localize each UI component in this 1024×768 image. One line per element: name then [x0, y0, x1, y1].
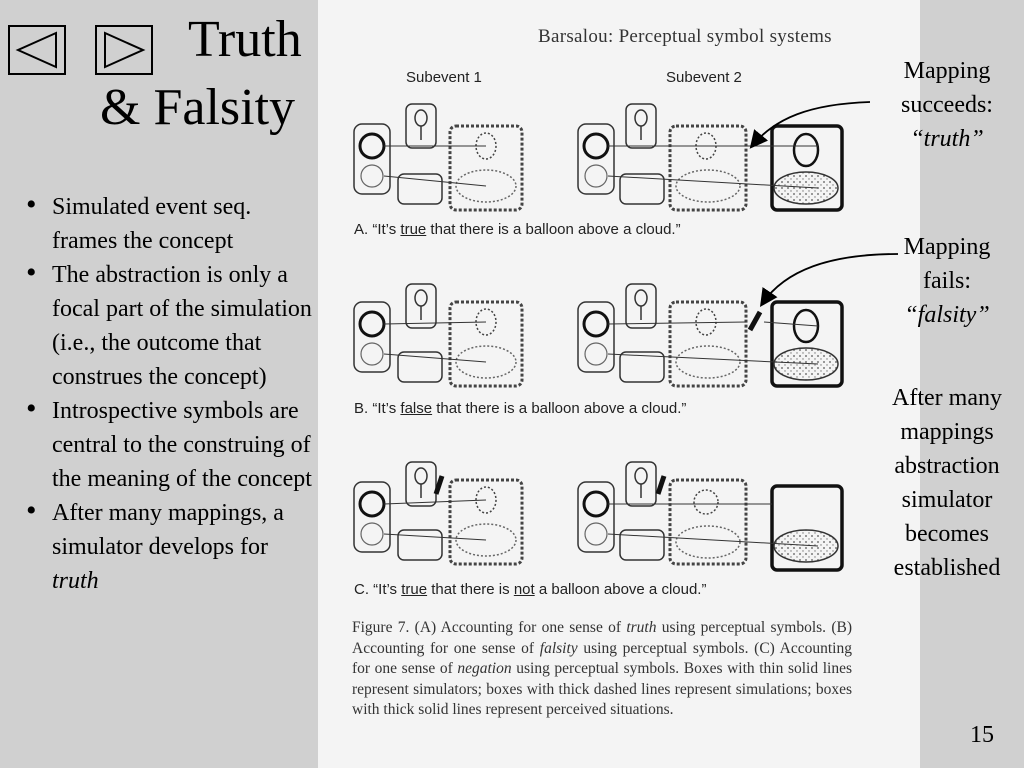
note-line: established	[893, 555, 1001, 581]
bullet-emphasis: truth	[52, 568, 99, 594]
sentence-b-suffix: that there is a balloon above a cloud.”	[432, 400, 687, 417]
sentence-c-suffix: a balloon above a cloud.”	[534, 581, 707, 598]
caption-emphasis: falsity	[539, 639, 578, 657]
sentence-b-prefix: B. “It’s	[354, 400, 401, 417]
note-line: After many	[892, 385, 1002, 411]
slide-title-line1: Truth	[188, 11, 302, 68]
note-truth-emphasis: “truth”	[910, 126, 984, 152]
sentence-a-prefix: A. “It’s	[354, 221, 401, 238]
note-falsity: Mapping fails: “falsity”	[870, 230, 1024, 332]
row-b-subevent-2	[577, 283, 844, 388]
sentence-c-middle: that there is	[427, 581, 514, 598]
row-a-subevent-2	[577, 103, 844, 212]
subevent-1-label: Subevent 1	[406, 69, 482, 86]
note-truth-line2: succeeds:	[901, 92, 993, 118]
sentence-a: A. “It’s true that there is a balloon ab…	[354, 221, 681, 238]
sentence-a-suffix: that there is a balloon above a cloud.”	[426, 221, 681, 238]
bullet-item: The abstraction is only a focal part of …	[26, 256, 316, 394]
caption-part: Figure 7. (A) Accounting for one sense o…	[352, 619, 627, 636]
next-slide-button[interactable]	[95, 25, 153, 75]
caption-part: using perceptual symbols. Boxes with thi…	[352, 660, 852, 718]
note-falsity-emphasis: “falsity”	[904, 302, 990, 328]
caption-emphasis: truth	[626, 619, 657, 636]
note-truth: Mapping succeeds: “truth”	[870, 54, 1024, 156]
row-c-subevent-1	[353, 461, 524, 566]
sentence-a-key: true	[400, 221, 427, 238]
caption-part: using perceptual symbols. (C) Accounting…	[352, 639, 852, 678]
bullet-item: Simulated event seq. frames the concept	[26, 188, 316, 258]
note-after-mappings: After many mappings abstraction simulato…	[870, 381, 1024, 585]
row-a-subevent-1	[353, 103, 524, 212]
sentence-c-key: true	[401, 581, 428, 598]
sentence-c-prefix: C. “It’s	[354, 581, 402, 598]
note-line: becomes	[905, 521, 989, 547]
bullet-item: Introspective symbols are central to the…	[26, 392, 316, 496]
note-truth-line1: Mapping	[903, 58, 991, 84]
sentence-b: B. “It’s false that there is a balloon a…	[354, 400, 686, 417]
sentence-c-key2: not	[513, 581, 535, 598]
figure-header: Barsalou: Perceptual symbol systems	[538, 26, 832, 47]
row-b-subevent-1	[353, 283, 524, 388]
note-falsity-line2: fails:	[923, 268, 971, 294]
caption-part: using perceptual symbols. (B) Accounting…	[352, 619, 852, 657]
row-c-subevent-2	[577, 461, 844, 572]
sentence-c: C. “It’s true that there is not a balloo…	[354, 581, 706, 598]
page-number: 15	[970, 722, 994, 748]
sentence-b-key: false	[400, 400, 433, 417]
note-line: abstraction	[894, 453, 1000, 479]
note-line: simulator	[901, 487, 993, 513]
perceptual-symbols-diagram	[353, 103, 844, 572]
slide-title-line2: & Falsity	[100, 79, 296, 136]
triangle-right-icon	[104, 31, 146, 69]
triangle-left-icon	[15, 31, 57, 69]
figure-caption: Figure 7. (A) Accounting for one sense o…	[352, 618, 852, 721]
bullet-item: After many mappings, a simulator develop…	[26, 494, 316, 598]
note-line: mappings	[900, 419, 994, 445]
note-falsity-line1: Mapping	[903, 234, 991, 260]
bullet-list: Simulated event seq. frames the concept …	[26, 188, 316, 598]
previous-slide-button[interactable]	[8, 25, 66, 75]
subevent-2-label: Subevent 2	[666, 69, 742, 86]
figure-panel: Barsalou: Perceptual symbol systems Sube…	[318, 0, 920, 768]
caption-emphasis: negation	[457, 660, 512, 677]
bullet-text: After many mappings, a simulator develop…	[52, 500, 284, 560]
